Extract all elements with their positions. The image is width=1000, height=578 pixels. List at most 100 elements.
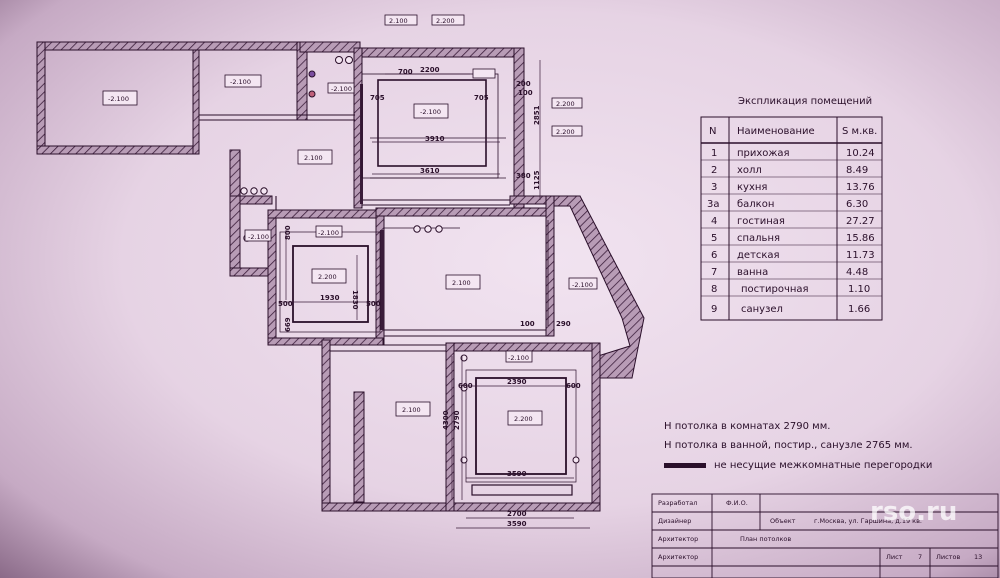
row-9-area: 1.10 [848,284,870,295]
svg-text:2.200: 2.200 [514,415,533,423]
dimension-lines [280,60,590,529]
row-4-num: 3а [707,199,720,210]
dim-500-a: 500 [278,300,293,308]
row-7-area: 11.73 [846,250,875,261]
stamp-developed-label: Разработал [658,499,697,507]
header-name: Наименование [737,126,815,137]
row-3-name: кухня [737,182,767,193]
row-5-area: 27.27 [846,216,875,227]
stamp-sheets-value: 13 [974,553,982,561]
row-1-area: 10.24 [846,148,875,159]
stamp-designer-label: Дизайнер [658,517,691,525]
dim-669: 669 [284,317,292,332]
svg-text:2.100: 2.100 [304,154,323,162]
row-8-area: 4.48 [846,267,868,278]
svg-text:-2.100: -2.100 [420,108,441,116]
dim-2851: 2851 [533,105,541,125]
note-legend: не несущие межкомнатные перегородки [714,460,932,471]
dimension-labels: 2200 3910 3610 2390 3590 2700 3590 1930 … [278,66,581,528]
dim-500-b: 500 [366,300,381,308]
svg-text:-2.100: -2.100 [108,95,129,103]
level-values: -2.100 -2.100 2.100 -2.100 -2.100 -2.100… [108,17,593,423]
svg-text:-2.100: -2.100 [230,78,251,86]
level-marks [102,14,598,426]
dim-3590-a: 3590 [507,470,527,478]
svg-text:2.100: 2.100 [389,17,408,25]
dim-100: 100 [518,89,533,97]
dim-600-a: 600 [458,382,473,390]
legend-swatch [664,463,706,468]
dim-1125: 1125 [533,170,541,190]
row-6-name: спальня [737,233,780,244]
row-2-area: 8.49 [846,165,868,176]
svg-text:2.200: 2.200 [556,100,575,108]
stamp-drawing-value: План потолков [740,535,791,543]
row-1-name: прихожая [737,148,790,159]
dim-800: 800 [284,225,292,240]
svg-text:-2.100: -2.100 [572,281,593,289]
svg-text:-2.100: -2.100 [508,354,529,362]
row-8-name: ванна [737,267,768,278]
explication-table: Экспликация помещений N Наименование S м… [700,96,883,321]
dim-2200: 2200 [420,66,440,74]
row-10-name: санузел [741,304,783,315]
stamp-sheet-value: 7 [918,553,922,561]
dim-600-b: 600 [566,382,581,390]
svg-text:-2.100: -2.100 [248,233,269,241]
header-num: N [709,126,716,137]
dim-1830: 1830 [351,290,359,310]
table-rows: 1 прихожая 10.24 2 холл 8.49 3 кухня 13.… [707,148,875,315]
dim-290: 290 [556,320,571,328]
dim-1930: 1930 [320,294,340,302]
note-ceiling-rooms: H потолка в комнатах 2790 мм. [664,421,830,432]
dim-705-a: 705 [370,94,385,102]
row-9-name: постирочная [741,284,809,295]
note-ceiling-wet: H потолка в ванной, постир., санузле 276… [664,440,913,451]
walls [36,41,645,512]
svg-text:-2.100: -2.100 [318,229,339,237]
row-8-num: 7 [711,267,717,278]
row-6-area: 15.86 [846,233,875,244]
svg-text:2.100: 2.100 [452,279,471,287]
dim-700: 700 [398,68,413,76]
dim-300: 380 [516,172,531,180]
svg-text:2.200: 2.200 [556,128,575,136]
dim-3590-b: 3590 [507,520,527,528]
dim-3610: 3610 [420,167,440,175]
row-7-name: детская [737,250,780,261]
stamp-architect-label: Архитектор [658,535,698,543]
row-5-name: гостиная [737,216,785,227]
row-2-num: 2 [711,165,717,176]
svg-text:2.200: 2.200 [318,273,337,281]
partitions [199,114,546,352]
row-6-num: 5 [711,233,717,244]
dim-705-b: 705 [474,94,489,102]
row-10-area: 1.66 [848,304,870,315]
row-4-area: 6.30 [846,199,868,210]
dim-2790: 2790 [453,410,461,430]
header-area: S м.кв. [842,126,877,137]
dim-2700: 2700 [507,510,527,518]
stamp-sheets-label: Листов [936,553,960,561]
svg-text:2.100: 2.100 [402,406,421,414]
row-4-name: балкон [737,199,774,210]
stamp-developed-value: Ф.И.О. [726,499,748,507]
stamp-architect2-label: Архитектор [658,553,698,561]
row-10-num: 9 [711,304,717,315]
row-7-num: 6 [711,250,717,261]
dim-200: 200 [516,80,531,88]
stamp-sheet-label: Лист [886,553,903,561]
stamp-object-label: Объект [770,517,796,525]
stamp-object-value: г.Москва, ул. Гаршина, д.19 кв. [814,517,922,525]
dim-4300: 4300 [442,410,450,430]
title-block: Разработал Ф.И.О. Дизайнер Объект г.Моск… [651,493,999,578]
row-9-num: 8 [711,284,717,295]
row-5-num: 4 [711,216,717,227]
explication-title: Экспликация помещений [738,96,872,107]
row-1-num: 1 [711,148,717,159]
dim-2390: 2390 [507,378,527,386]
watermark: rso.ru [870,497,957,527]
dim-100-b: 100 [520,320,535,328]
